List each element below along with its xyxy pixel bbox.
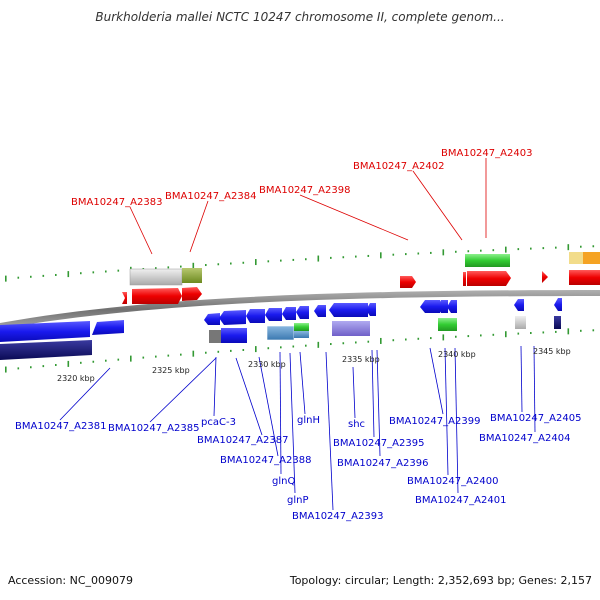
gene-arrow-a2388[interactable] <box>246 309 265 323</box>
kbp-tick-label: 2345 kbp <box>533 347 571 356</box>
gene-navy-a2404[interactable] <box>554 316 561 329</box>
gene-arrow-left-edge[interactable] <box>122 292 127 304</box>
gene-label-reverse[interactable]: BMA10247_A2396 <box>337 458 428 469</box>
kbp-tick-label: 2320 kbp <box>57 374 95 383</box>
gene-arrow-edge-right[interactable] <box>569 270 600 285</box>
gene-label-reverse[interactable]: glnQ <box>272 476 295 487</box>
gene-label-reverse[interactable]: shc <box>348 419 365 430</box>
gene-label-reverse[interactable]: BMA10247_A2405 <box>490 413 581 424</box>
gene-arrow-a2400[interactable] <box>437 300 448 313</box>
gene-steel-glnq[interactable] <box>266 325 295 341</box>
gene-arrow-a2401[interactable] <box>447 300 457 313</box>
gene-steel-glnh[interactable] <box>294 331 309 338</box>
forward-strand-features <box>122 252 600 304</box>
kbp-tick-label: 2325 kbp <box>152 366 190 375</box>
gene-grey-a2405[interactable] <box>515 316 526 329</box>
gene-label-forward[interactable]: BMA10247_A2403 <box>441 148 532 159</box>
gene-label-reverse[interactable]: pcaC-3 <box>201 417 236 428</box>
gene-orange-edge[interactable] <box>583 252 600 264</box>
gene-label-reverse[interactable]: glnP <box>287 495 309 506</box>
gene-label-reverse[interactable]: BMA10247_A2399 <box>389 416 480 427</box>
gene-label-reverse[interactable]: BMA10247_A2388 <box>220 455 311 466</box>
gene-green-a2400[interactable] <box>438 318 457 331</box>
gene-label-forward[interactable]: BMA10247_A2398 <box>259 185 350 196</box>
gene-arrow-a2383[interactable] <box>132 288 182 304</box>
gene-arrow-glnh[interactable] <box>296 306 309 319</box>
gene-label-reverse[interactable]: BMA10247_A2393 <box>292 511 383 522</box>
lower-tick-row <box>5 328 595 373</box>
gene-arrow-a2384[interactable] <box>182 287 202 301</box>
kbp-tick-labels: 2320 kbp 2325 kbp 2330 kbp 2335 kbp 2340 kbp… <box>57 347 571 383</box>
gene-label-reverse[interactable]: BMA10247_A2404 <box>479 433 570 444</box>
gene-blue-a2385[interactable] <box>221 328 247 343</box>
gene-arrow-pcac[interactable] <box>204 313 220 325</box>
gene-arrow-glnq[interactable] <box>265 308 282 321</box>
gene-label-reverse[interactable]: glnH <box>297 415 320 426</box>
topology-text: Topology: circular; Length: 2,352,693 bp… <box>289 574 592 587</box>
gene-arrow-small-542[interactable] <box>542 271 548 283</box>
kbp-tick-label: 2340 kbp <box>438 350 476 359</box>
upper-tick-row <box>5 244 595 282</box>
gene-arrow-a2399[interactable] <box>420 300 440 313</box>
chromosome-backbone <box>0 290 600 329</box>
gene-arrow-glnp[interactable] <box>282 307 296 320</box>
kbp-tick-label: 2335 kbp <box>342 355 380 364</box>
gene-lavender-shc[interactable] <box>332 321 370 336</box>
gene-green-a2403[interactable] <box>465 254 510 267</box>
gene-label-reverse[interactable]: BMA10247_A2381 <box>15 421 106 432</box>
gene-label-forward[interactable]: BMA10247_A2402 <box>353 161 444 172</box>
gene-arrow-shc[interactable] <box>329 303 368 317</box>
gene-label-reverse[interactable]: BMA10247_A2387 <box>197 435 288 446</box>
gene-arrow-a2403[interactable] <box>467 271 511 286</box>
forward-gene-labels: BMA10247_A2383BMA10247_A2384BMA10247_A23… <box>71 148 532 208</box>
accession-text: Accession: NC_009079 <box>8 574 134 587</box>
gene-grey-small[interactable] <box>209 330 221 343</box>
gene-label-reverse[interactable]: BMA10247_A2395 <box>333 438 424 449</box>
gene-arrow-a2382[interactable] <box>92 320 124 335</box>
gene-arrow-a2402[interactable] <box>463 272 466 286</box>
gene-arrow-a2393[interactable] <box>314 305 326 317</box>
reverse-strand-features <box>0 298 562 360</box>
gene-label-reverse[interactable]: BMA10247_A2401 <box>415 495 506 506</box>
gene-grey-a2383[interactable] <box>129 268 183 286</box>
gene-arrow-a2387[interactable] <box>219 310 246 325</box>
kbp-tick-label: 2330 kbp <box>248 360 286 369</box>
gene-olive-a2384[interactable] <box>182 268 202 283</box>
gene-navy-block[interactable] <box>0 340 92 360</box>
gene-label-reverse[interactable]: BMA10247_A2400 <box>407 476 498 487</box>
gene-label-forward[interactable]: BMA10247_A2384 <box>165 191 256 202</box>
gene-arrow-a2404[interactable] <box>554 298 562 311</box>
gene-label-forward[interactable]: BMA10247_A2383 <box>71 197 162 208</box>
gene-arrow-a2398[interactable] <box>400 276 416 288</box>
gene-arrow-a2395[interactable] <box>366 303 376 316</box>
gene-arrow-a2405[interactable] <box>514 299 524 311</box>
gene-label-reverse[interactable]: BMA10247_A2385 <box>108 423 199 434</box>
label-leader-lines <box>59 158 536 511</box>
map-title: Burkholderia mallei NCTC 10247 chromosom… <box>95 10 505 24</box>
gene-tan-edge[interactable] <box>569 252 583 264</box>
gene-block-a2381[interactable] <box>0 321 90 342</box>
gene-green-glnh[interactable] <box>294 323 309 331</box>
